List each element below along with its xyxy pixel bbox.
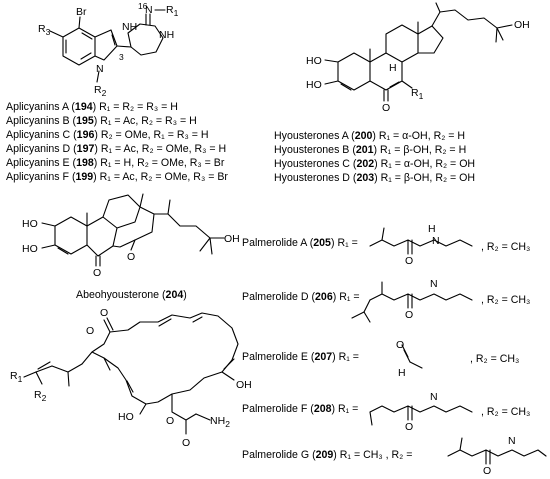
caption-palmerolide-a: Palmerolide A (205) R₁ = bbox=[242, 237, 358, 249]
hyousterone-structure: OH HO HO O H R1 bbox=[306, 2, 530, 114]
caption-palmerolide-g: Palmerolide G (209) R₁ = CH₃ , R₂ = bbox=[242, 449, 412, 461]
aplicyanin-captions: Aplicyanins A (194) R₁ = R₂ = R₃ = H Apl… bbox=[6, 101, 228, 183]
atom-o-keto: O bbox=[93, 267, 101, 279]
atom-r1: R1 bbox=[166, 4, 179, 18]
atom-h-ring: H bbox=[389, 62, 397, 74]
caption-aplicyanin-a: Aplicyanins A (194) R₁ = R₂ = R₃ = H bbox=[6, 101, 178, 113]
atom-n: N bbox=[430, 391, 438, 403]
atom-ho-macrocycle: HO bbox=[118, 411, 134, 423]
atom-nh-a: NH bbox=[122, 21, 137, 33]
substituent-palmerolide-e: O H bbox=[396, 339, 423, 379]
atom-r1: R1 bbox=[411, 87, 424, 101]
atom-n: N bbox=[432, 235, 440, 247]
atom-nh: H bbox=[428, 223, 436, 235]
r2-palmerolide-d: , R₂ = CH₃ bbox=[481, 294, 530, 306]
substituent-palmerolide-g: O N bbox=[447, 435, 547, 477]
caption-hyousterone-a: Hyousterones A (200) R₁ = α-OH, R₂ = H bbox=[274, 130, 465, 142]
atom-oh-side-chain: OH bbox=[514, 19, 530, 31]
caption-hyousterone-c: Hyousterones C (202) R₁ = α-OH, R₂ = OH bbox=[274, 158, 475, 170]
atom-o: O bbox=[405, 421, 413, 433]
caption-aplicyanin-e: Aplicyanins E (198) R₁ = H, R₂ = OMe, R₃… bbox=[6, 157, 225, 169]
r2-palmerolide-f: , R₂ = CH₃ bbox=[481, 406, 530, 418]
caption-palmerolide-f: Palmerolide F (208) R₁ = bbox=[242, 403, 358, 415]
atom-oh: OH bbox=[224, 233, 240, 245]
aplicyanin-structure: Br R3 N R2 3 NH NH 16 N R1 bbox=[38, 1, 179, 98]
hyousterone-captions: Hyousterones A (200) R₁ = α-OH, R₂ = H H… bbox=[274, 130, 475, 184]
atom-r1: R1 bbox=[10, 370, 23, 384]
caption-aplicyanin-d: Aplicyanins D (197) R₁ = Ac, R₂ = OMe, R… bbox=[6, 143, 226, 155]
atom-o: O bbox=[483, 465, 491, 477]
atom-ho-c3: HO bbox=[306, 79, 322, 91]
atom-n-indole: N bbox=[96, 63, 104, 75]
atom-ho-a: HO bbox=[22, 218, 38, 230]
atom-n16: N bbox=[145, 4, 153, 16]
atom-o-carbonyl: O bbox=[100, 307, 108, 319]
palmerolide-list: Palmerolide A (205) R₁ = O H N , R₂ = CH… bbox=[242, 223, 547, 477]
caption-abeohyousterone: Abeohyousterone (204) bbox=[76, 289, 187, 301]
caption-hyousterone-b: Hyousterones B (201) R₁ = β-OH, R₂ = H bbox=[274, 144, 466, 156]
substituent-palmerolide-f: O N bbox=[369, 391, 473, 433]
atom-br: Br bbox=[76, 6, 87, 18]
palmerolide-macrolide-structure: R1 R2 O O OH HO O O NH2 bbox=[10, 307, 252, 449]
caption-palmerolide-d: Palmerolide D (206) R₁ = bbox=[242, 291, 360, 303]
position-3-label: 3 bbox=[119, 52, 124, 62]
atom-nh2: NH2 bbox=[210, 415, 230, 429]
atom-o: O bbox=[405, 255, 413, 267]
caption-hyousterone-d: Hyousterones D (203) R₁ = β-OH, R₂ = OH bbox=[274, 172, 475, 184]
caption-aplicyanin-c: Aplicyanins C (196) R₂ = OMe, R₁ = R₃ = … bbox=[6, 129, 209, 141]
atom-r2: R2 bbox=[34, 389, 47, 403]
r2-palmerolide-a: , R₂ = CH₃ bbox=[481, 241, 530, 253]
atom-n: N bbox=[430, 278, 438, 290]
atom-h: H bbox=[398, 367, 406, 379]
atom-o-carbamate: O bbox=[166, 415, 174, 427]
atom-o-keto: O bbox=[382, 102, 390, 114]
atom-ho-c2: HO bbox=[306, 55, 322, 67]
atom-r3: R3 bbox=[38, 23, 51, 37]
caption-aplicyanin-b: Aplicyanins B (195) R₁ = Ac, R₂ = R₃ = H bbox=[6, 115, 197, 127]
atom-n: N bbox=[508, 435, 516, 447]
atom-o: O bbox=[405, 309, 413, 321]
caption-aplicyanin-f: Aplicyanins F (199) R₁ = Ac, R₂ = OMe, R… bbox=[6, 171, 228, 183]
r2-palmerolide-e: , R₂ = CH₃ bbox=[470, 353, 519, 365]
atom-o-bridge: O bbox=[127, 251, 135, 263]
caption-palmerolide-e: Palmerolide E (207) R₁ = bbox=[242, 351, 359, 363]
atom-nh-b: NH bbox=[159, 29, 174, 41]
abeohyousterone-structure: HO HO O O OH bbox=[22, 193, 240, 279]
substituent-palmerolide-a: O H N bbox=[369, 223, 473, 267]
atom-oh-macrocycle: OH bbox=[236, 379, 252, 391]
atom-r2: R2 bbox=[94, 84, 107, 98]
substituent-palmerolide-d: O N bbox=[351, 278, 473, 323]
atom-ho-b: HO bbox=[22, 243, 38, 255]
atom-o-carbamate-carbonyl: O bbox=[182, 437, 190, 449]
atom-o-ester: O bbox=[86, 325, 94, 337]
atom-o: O bbox=[396, 339, 404, 351]
position-16-label: 16 bbox=[138, 1, 148, 11]
